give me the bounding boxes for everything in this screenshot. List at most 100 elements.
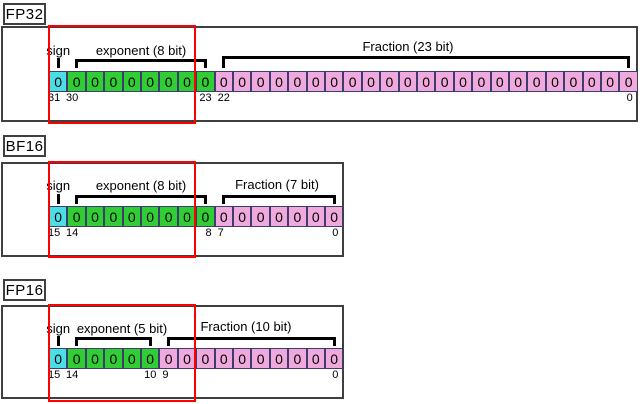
sign-tick bbox=[56, 336, 60, 346]
fraction-label: Fraction (10 bit) bbox=[200, 319, 292, 334]
bit-cell-exponent: 0 bbox=[67, 71, 86, 92]
bit-cell-fraction: 0 bbox=[509, 71, 528, 92]
sign-label: sign bbox=[46, 178, 71, 193]
bit-cell-fraction: 0 bbox=[251, 71, 270, 92]
exponent-bracket bbox=[75, 337, 152, 346]
bit-index-frac-msb: 9 bbox=[162, 369, 169, 381]
bit-cell-fraction: 0 bbox=[601, 71, 620, 92]
sign-tick bbox=[56, 194, 60, 204]
bit-cell-fraction: 0 bbox=[177, 348, 197, 369]
bit-cell-sign: 0 bbox=[49, 71, 68, 92]
bit-cell-fraction: 0 bbox=[233, 206, 252, 227]
bit-cell-fraction: 0 bbox=[490, 71, 509, 92]
bit-cell-fraction: 0 bbox=[233, 71, 252, 92]
bit-index-exp-msb: 14 bbox=[66, 227, 79, 239]
bit-index-exp-lsb: 10 bbox=[144, 369, 157, 381]
bit-cell-fraction: 0 bbox=[361, 71, 381, 92]
bit-index-sign-msb: 31 bbox=[48, 92, 61, 104]
bit-cell-fraction: 0 bbox=[251, 348, 270, 369]
bit-cell-exponent: 0 bbox=[177, 71, 197, 92]
bit-cell-fraction: 0 bbox=[343, 71, 362, 92]
sign-label: sign bbox=[46, 43, 71, 58]
fraction-label: Fraction (7 bit) bbox=[235, 177, 319, 192]
bit-cell-fraction: 0 bbox=[398, 71, 417, 92]
bit-cell-exponent: 0 bbox=[141, 71, 160, 92]
format-title-box-fp32: FP32 bbox=[3, 3, 46, 25]
bit-cell-fraction: 0 bbox=[545, 71, 565, 92]
fraction-bracket bbox=[167, 337, 336, 346]
bit-cell-exponent: 0 bbox=[67, 348, 86, 369]
bit-cell-fraction: 0 bbox=[269, 348, 289, 369]
bit-cell-fraction: 0 bbox=[214, 348, 233, 369]
bit-cell-exponent: 0 bbox=[104, 348, 123, 369]
exponent-label: exponent (8 bit) bbox=[95, 43, 187, 58]
bit-cell-exponent: 0 bbox=[122, 206, 141, 227]
bit-cell-fraction: 0 bbox=[269, 206, 289, 227]
bit-cell-fraction: 0 bbox=[214, 71, 233, 92]
bit-cell-fraction: 0 bbox=[435, 71, 454, 92]
bit-cell-exponent: 0 bbox=[104, 71, 123, 92]
bit-index-exp-msb: 14 bbox=[66, 369, 79, 381]
bit-cell-sign: 0 bbox=[49, 348, 68, 369]
fraction-bracket bbox=[222, 56, 631, 68]
format-title-box-fp16: FP16 bbox=[3, 279, 46, 301]
bit-cell-fraction: 0 bbox=[325, 206, 344, 227]
bit-cell-fraction: 0 bbox=[380, 71, 399, 92]
bit-cell-fraction: 0 bbox=[582, 71, 601, 92]
bit-cell-fraction: 0 bbox=[306, 71, 325, 92]
bit-cell-fraction: 0 bbox=[417, 71, 436, 92]
bit-cell-sign: 0 bbox=[49, 206, 68, 227]
sign-label: sign bbox=[46, 321, 71, 336]
bit-cell-exponent: 0 bbox=[141, 348, 160, 369]
exponent-label: exponent (5 bit) bbox=[76, 321, 168, 336]
bit-cell-fraction: 0 bbox=[251, 206, 270, 227]
exponent-bracket bbox=[75, 59, 207, 68]
bit-cell-fraction: 0 bbox=[306, 348, 325, 369]
bit-cell-exponent: 0 bbox=[67, 206, 86, 227]
bit-cell-fraction: 0 bbox=[288, 71, 307, 92]
bit-cell-exponent: 0 bbox=[196, 71, 215, 92]
bit-index-frac-lsb: 0 bbox=[626, 92, 633, 104]
bit-index-frac-msb: 22 bbox=[217, 92, 230, 104]
bit-cell-exponent: 0 bbox=[122, 348, 141, 369]
bit-cell-fraction: 0 bbox=[619, 71, 638, 92]
bit-cell-fraction: 0 bbox=[196, 348, 215, 369]
bit-cell-fraction: 0 bbox=[472, 71, 491, 92]
bit-cell-exponent: 0 bbox=[196, 206, 215, 227]
bit-cell-exponent: 0 bbox=[159, 71, 178, 92]
bit-cell-exponent: 0 bbox=[159, 206, 178, 227]
bit-cell-exponent: 0 bbox=[85, 71, 105, 92]
bit-index-exp-lsb: 8 bbox=[205, 227, 212, 239]
bit-index-sign-msb: 15 bbox=[48, 227, 61, 239]
fraction-label: Fraction (23 bit) bbox=[362, 39, 454, 54]
exponent-bracket bbox=[75, 195, 207, 204]
bit-cell-exponent: 0 bbox=[85, 206, 105, 227]
bit-cell-fraction: 0 bbox=[269, 71, 289, 92]
bit-cell-fraction: 0 bbox=[306, 206, 325, 227]
bit-cell-fraction: 0 bbox=[288, 206, 307, 227]
bit-index-frac-lsb: 0 bbox=[332, 369, 339, 381]
sign-tick bbox=[56, 58, 60, 68]
bit-cell-fraction: 0 bbox=[527, 71, 546, 92]
bit-cell-exponent: 0 bbox=[122, 71, 141, 92]
bit-cell-fraction: 0 bbox=[453, 71, 473, 92]
bit-index-frac-lsb: 0 bbox=[332, 227, 339, 239]
bit-cell-exponent: 0 bbox=[141, 206, 160, 227]
bit-cell-fraction: 0 bbox=[325, 71, 344, 92]
bit-index-exp-lsb: 23 bbox=[199, 92, 212, 104]
bit-index-sign-msb: 15 bbox=[48, 369, 61, 381]
bit-cell-fraction: 0 bbox=[233, 348, 252, 369]
bit-cell-fraction: 0 bbox=[159, 348, 178, 369]
bit-cell-exponent: 0 bbox=[85, 348, 105, 369]
bit-cell-exponent: 0 bbox=[104, 206, 123, 227]
bit-index-frac-msb: 7 bbox=[217, 227, 224, 239]
bit-index-exp-msb: 30 bbox=[66, 92, 79, 104]
bit-cell-fraction: 0 bbox=[564, 71, 583, 92]
bit-cell-fraction: 0 bbox=[325, 348, 344, 369]
bit-cell-exponent: 0 bbox=[177, 206, 197, 227]
exponent-label: exponent (8 bit) bbox=[95, 178, 187, 193]
format-title-box-bf16: BF16 bbox=[3, 135, 46, 157]
fraction-bracket bbox=[222, 195, 336, 204]
bit-cell-fraction: 0 bbox=[288, 348, 307, 369]
